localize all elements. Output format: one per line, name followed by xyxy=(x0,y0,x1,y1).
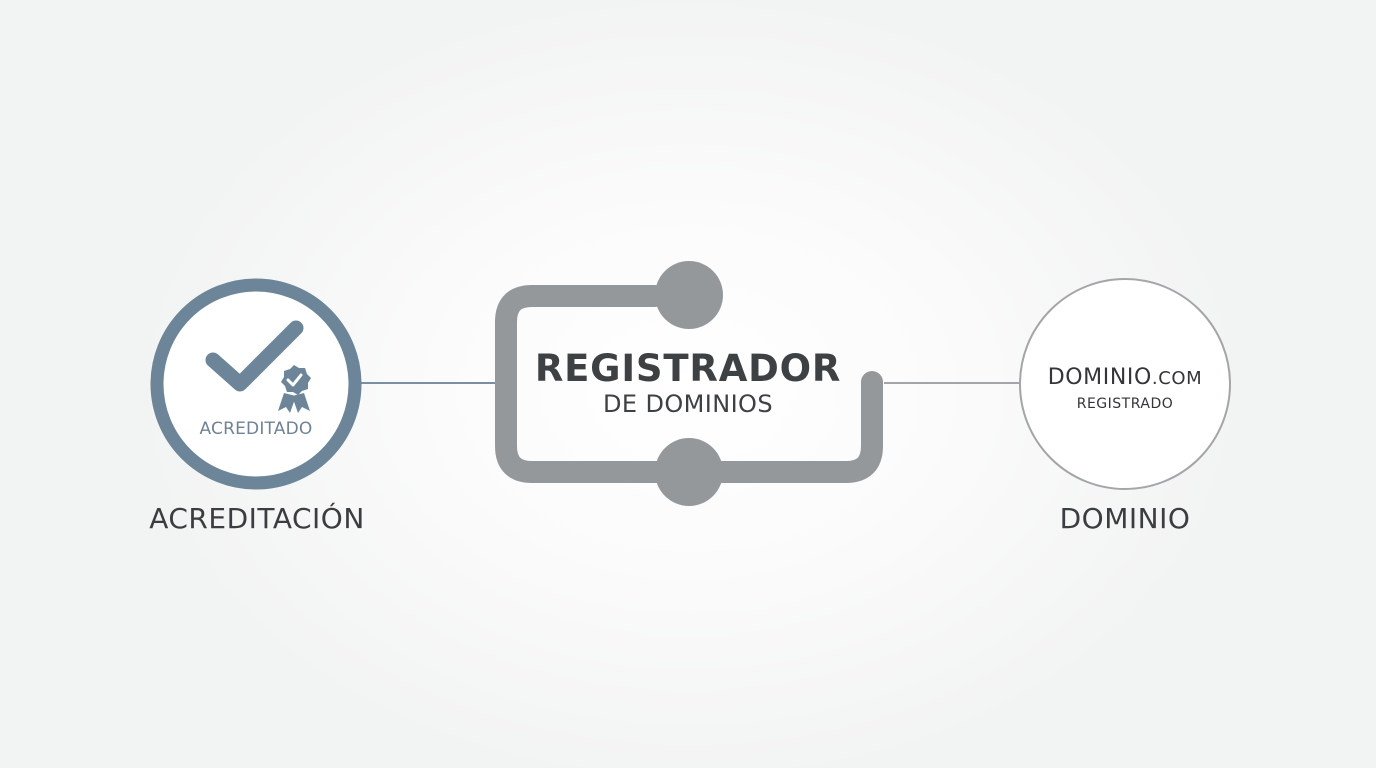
domain-circle xyxy=(1019,278,1231,490)
registrar-node-bottom xyxy=(655,438,723,506)
registrar-subtitle: DE DOMINIOS xyxy=(603,390,773,418)
registrar-node-top xyxy=(655,261,723,329)
registrar-title: REGISTRADOR xyxy=(534,347,842,390)
domain-name-main: DOMINIO xyxy=(1047,365,1152,390)
checkmark-icon xyxy=(205,320,304,392)
domain-name-tld: .COM xyxy=(1151,368,1203,389)
badge-text: ACREDITADO xyxy=(199,419,313,439)
award-ribbon-icon xyxy=(278,365,311,413)
domain-status: REGISTRADO xyxy=(1076,396,1174,412)
accreditation-label: ACREDITACIÓN xyxy=(149,502,365,535)
domain-label: DOMINIO xyxy=(1059,502,1191,535)
registrar-bracket xyxy=(495,285,883,483)
accreditation-circle xyxy=(150,278,362,490)
domain-name: DOMINIO.COM xyxy=(1048,365,1203,390)
